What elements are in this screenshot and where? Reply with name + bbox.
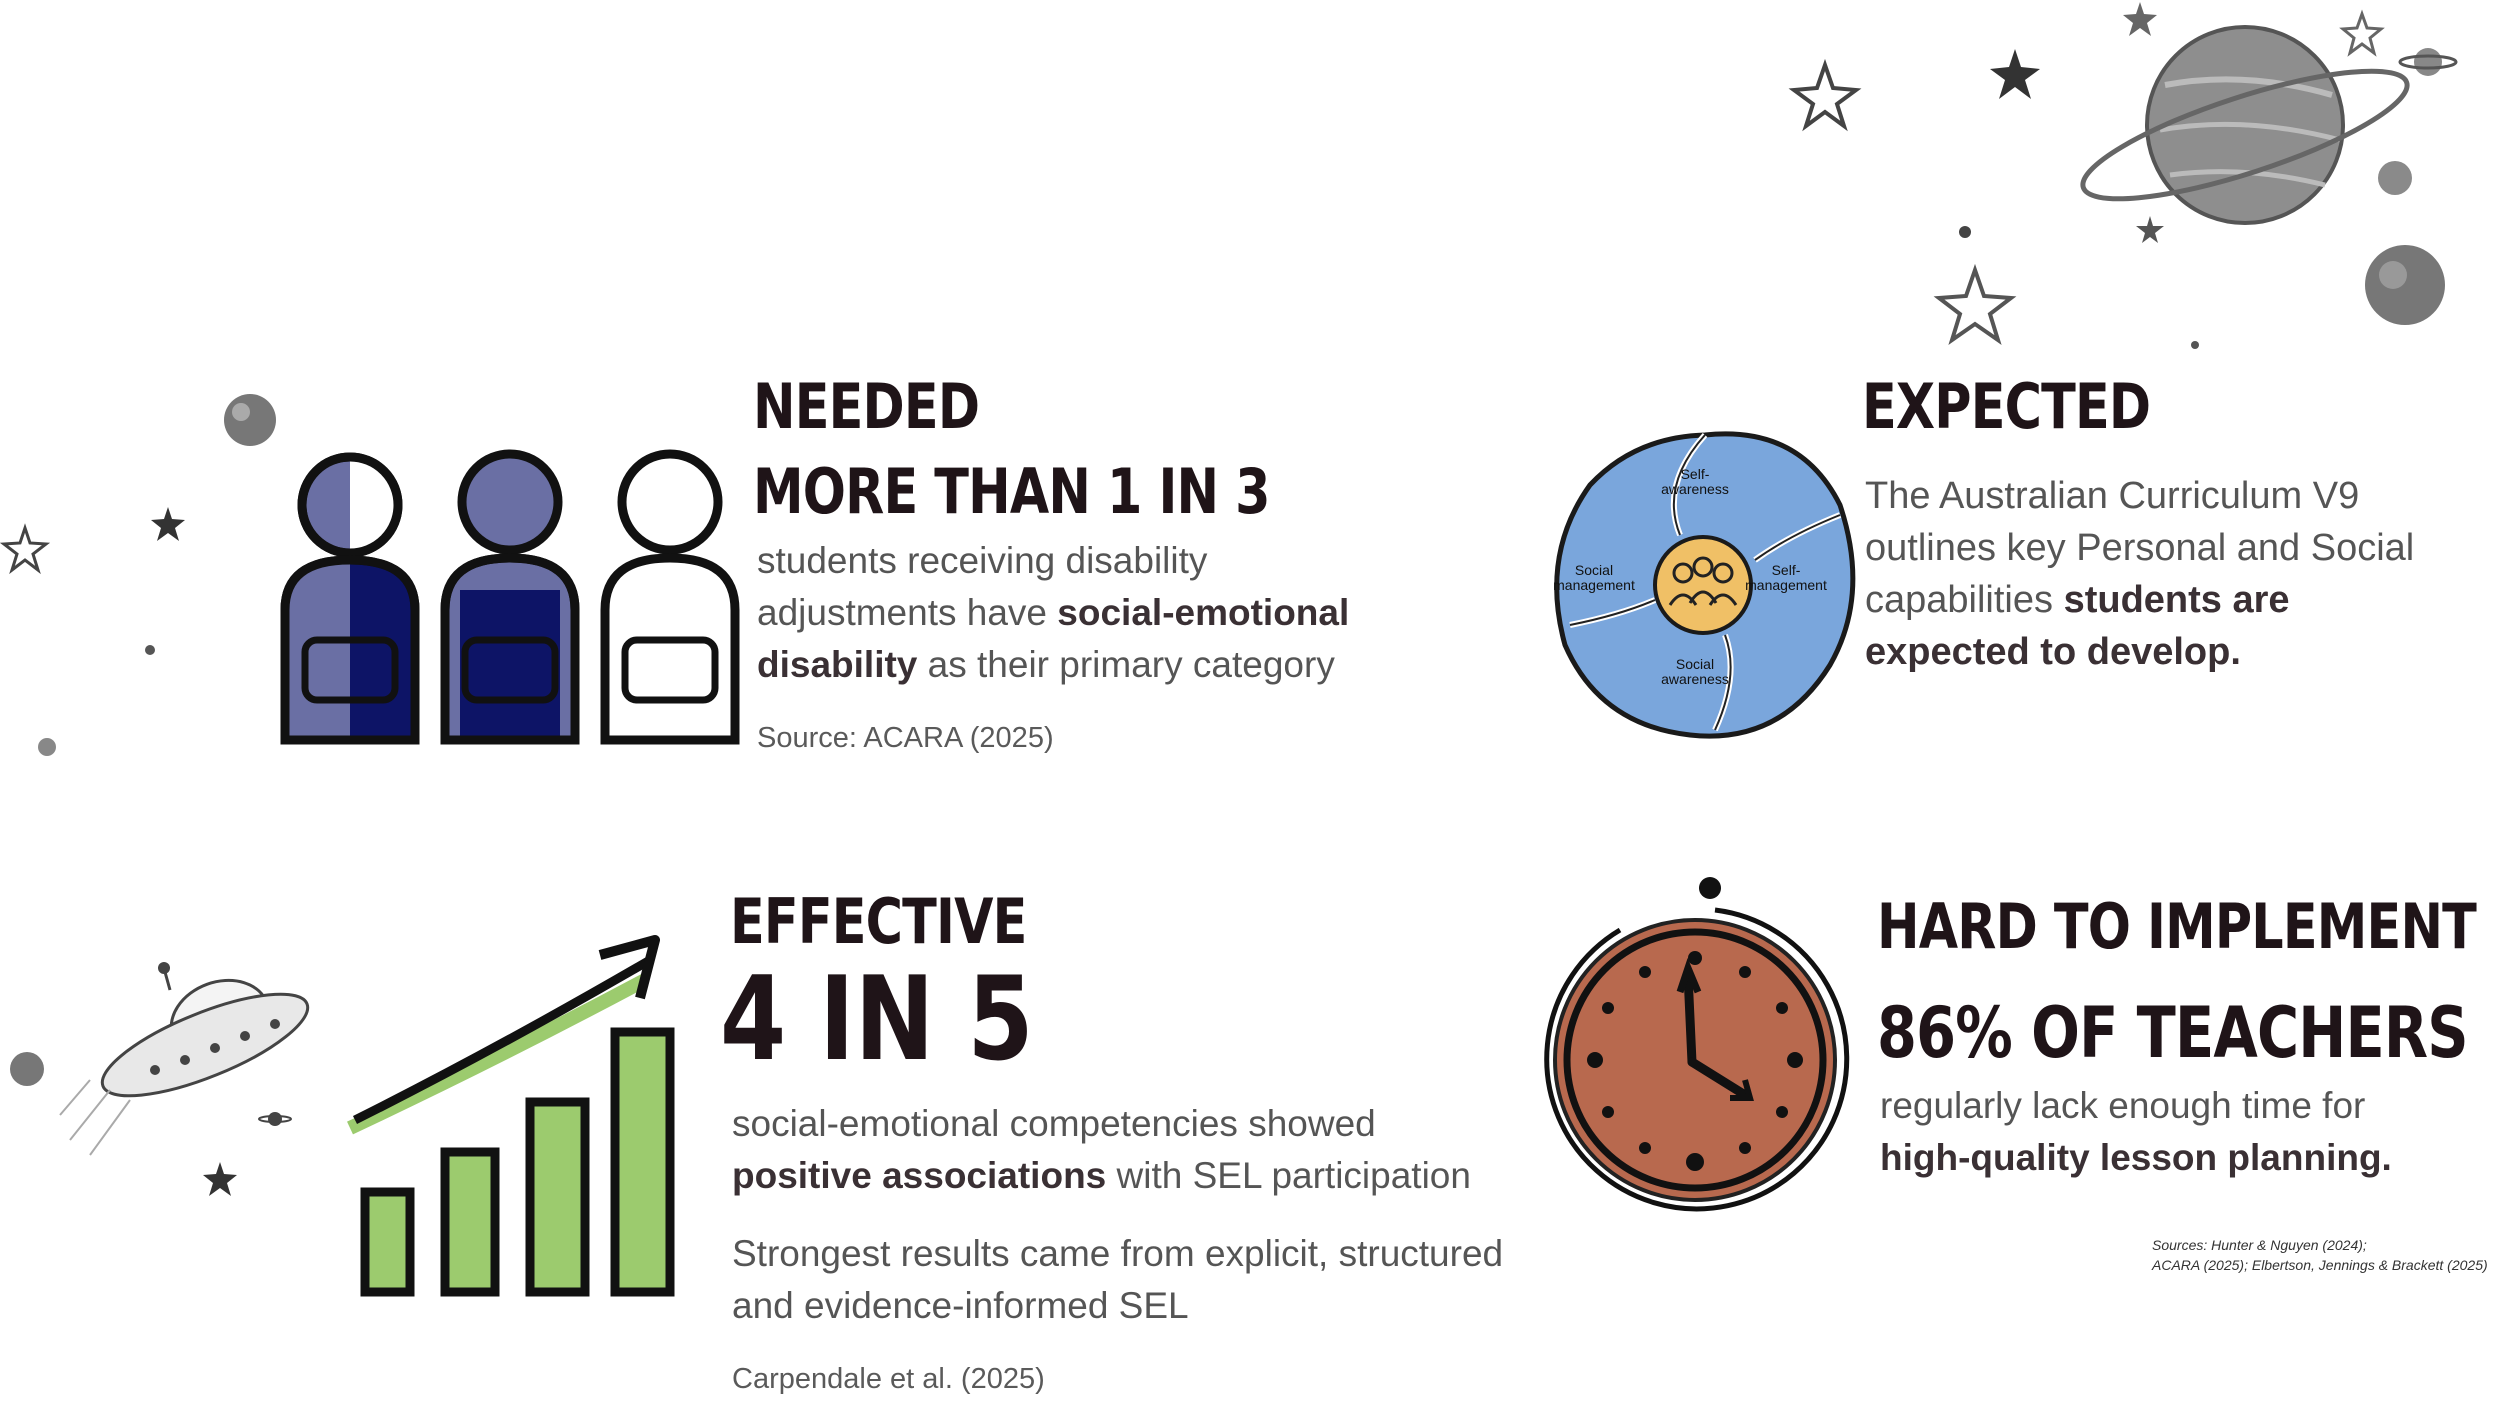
needed-text-line2: adjustments have social-emotional [757,587,1349,639]
effective-text-line2-bold: positive associations [732,1155,1107,1196]
wheel-label-right: Self-management [1745,562,1827,593]
star-icon [2339,9,2385,57]
hard-text-line1: regularly lack enough time for [1880,1085,2366,1126]
expected-title: EXPECTED [1862,370,2151,443]
hard-sources-line2: ACARA (2025); Elbertson, Jennings & Brac… [2152,1257,2488,1273]
expected-text-line1: The Australian Curriculum V9 [1865,475,2360,517]
effective-text-line4: and evidence-informed SEL [732,1285,1189,1326]
expected-text-line3-plain: capabilities [1865,579,2064,621]
star-icon [151,507,185,541]
hard-text-line2-bold: high-quality lesson planning. [1880,1137,2392,1178]
star-icon [38,738,56,756]
needed-text-line2-plain: adjustments have [757,592,1058,633]
planet-icon [10,1052,44,1086]
expected-text-line4: expected to develop. [1865,626,2414,678]
needed-source: Source: ACARA (2025) [757,722,1054,754]
needed-text: students receiving disability adjustment… [757,535,1349,691]
planet-icon [2398,48,2458,76]
planet-icon [224,394,276,446]
needed-text-line2-bold: social-emotional [1057,592,1350,633]
wheel-label-bottom: Social awareness [1661,656,1729,687]
hard-sources: Sources: Hunter & Nguyen (2024); ACARA (… [2152,1235,2488,1275]
star-icon [2123,2,2157,36]
needed-text-line3-plain: as their primary category [917,644,1335,685]
star-icon [258,1112,292,1126]
star-icon [145,645,155,655]
expected-text-line3: capabilities students are [1865,574,2414,626]
needed-stat: MORE THAN 1 IN 3 [753,455,1271,528]
star-icon [1788,58,1862,132]
effective-source: Carpendale et al. (2025) [732,1363,1045,1395]
effective-text-line2-plain: with SEL participation [1106,1155,1471,1196]
hard-stat: 86% OF TEACHERS [1877,992,2469,1074]
needed-text-line3-bold: disability [757,644,918,685]
hard-text-line2: high-quality lesson planning. [1880,1132,2392,1184]
effective-text-line3: Strongest results came from explicit, st… [732,1233,1504,1274]
hard-sources-line1: Sources: Hunter & Nguyen (2024); [2152,1237,2367,1253]
expected-text-line4-bold: expected to develop. [1865,631,2241,673]
clock-icon [1544,877,1850,1212]
expected-text-line2: outlines key Personal and Social [1865,527,2415,569]
needed-text-line1: students receiving disability [757,540,1208,581]
effective-text-line2: positive associations with SEL participa… [732,1150,1471,1202]
needed-title: NEEDED [753,370,980,443]
wheel-label-top: Self-awareness [1661,466,1729,497]
expected-text: The Australian Curriculum V9 outlines ke… [1865,470,2414,678]
effective-stat: 4 IN 5 [720,952,1034,1087]
ufo-icon [59,962,310,1156]
needed-text-line3: disability as their primary category [757,639,1349,691]
planet-icon [2080,25,2410,225]
growth-chart-icon [347,935,675,1297]
expected-text-line3-bold: students are [2063,579,2290,621]
effective-text: social-emotional competencies showed pos… [732,1098,1471,1202]
backpack-students-icon [280,449,740,745]
star-icon [1959,226,1971,238]
hard-text: regularly lack enough time for high-qual… [1880,1080,2392,1184]
star-icon [1933,263,2017,345]
star-icon [0,523,51,575]
star-icon [2191,341,2199,349]
star-icon [1990,49,2040,99]
planet-icon [2365,245,2445,325]
planet-icon [2378,161,2412,195]
star-icon [2136,216,2164,243]
wheel-label-left: Social management [1553,562,1635,593]
effective-note: Strongest results came from explicit, st… [732,1228,1503,1332]
star-icon [203,1162,237,1196]
effective-title: EFFECTIVE [730,885,1027,958]
hard-title: HARD TO IMPLEMENT [1877,890,2477,963]
sel-wheel-icon [1554,431,1856,739]
effective-text-line1: social-emotional competencies showed [732,1103,1376,1144]
